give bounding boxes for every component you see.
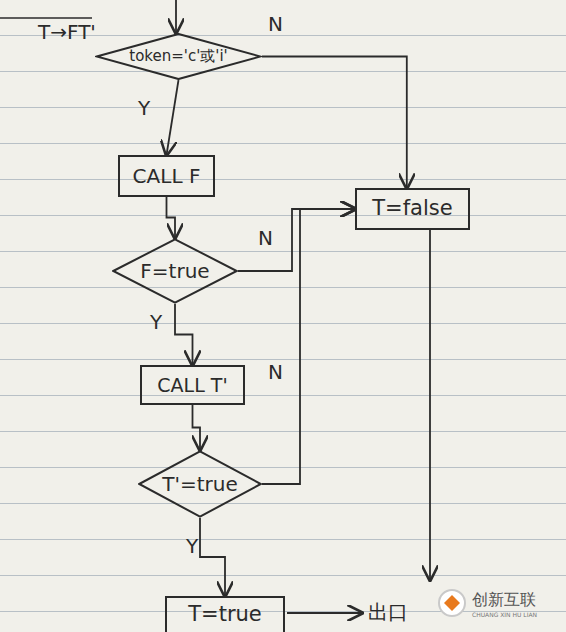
flow-arrow [167, 197, 176, 238]
node-text: T'=true [162, 473, 238, 495]
watermark-logo [439, 590, 465, 616]
flow-arrow [193, 405, 201, 450]
watermark-text: CHUANG XIN HU LIAN [472, 612, 537, 618]
decision-diamond: F=true [112, 238, 238, 304]
flow-arrow [167, 80, 179, 155]
node-text: T=true [188, 603, 262, 626]
node-text: token='c'或'i' [129, 48, 227, 65]
entry-arrow [175, 0, 177, 33]
exit-arrow [287, 612, 362, 614]
branch-label: Y [150, 312, 162, 332]
flow-arrow [262, 57, 407, 189]
branch-label: Y [138, 98, 150, 118]
decision-diamond: token='c'或'i' [95, 33, 262, 80]
node-text: CALL F [133, 165, 201, 187]
flow-arrow [175, 304, 193, 365]
production-rule: T→FT' [38, 22, 96, 42]
branch-label: N [268, 362, 283, 382]
process-box: CALL F [118, 155, 215, 197]
flow-arrow [262, 209, 355, 484]
branch-label: Y [186, 536, 198, 556]
process-box: CALL T' [140, 365, 245, 405]
exit-arrow [429, 230, 431, 580]
underline-stroke [0, 17, 92, 19]
process-box: T=true [165, 596, 285, 632]
branch-label: N [268, 14, 283, 34]
flow-arrow [238, 209, 355, 271]
watermark-text: 创新互联 [472, 592, 536, 608]
flow-arrow [200, 518, 225, 596]
branch-label: N [258, 228, 273, 248]
node-text: CALL T' [157, 375, 227, 396]
exit-label: 出口 [368, 602, 408, 622]
process-box: T=false [355, 188, 470, 230]
node-text: F=true [140, 260, 209, 282]
node-text: T=false [372, 197, 452, 220]
decision-diamond: T'=true [138, 450, 262, 518]
